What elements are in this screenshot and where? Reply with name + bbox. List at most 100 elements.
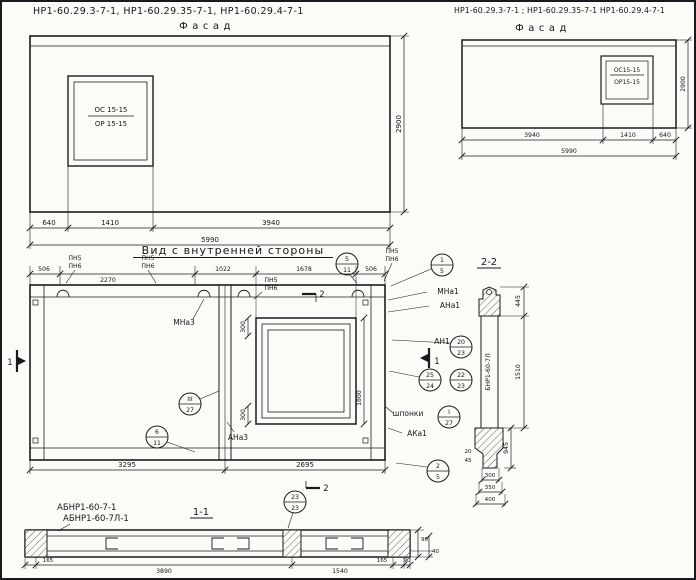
dim-945: 945 [503,442,510,454]
callout-top: 23 [291,494,299,501]
callout-top: I [448,409,450,416]
aka1-label: АКа1 [407,429,427,438]
section-1-1-view: АБНР1-60-7-1 АБНР1-60-7Л-1 1-1 23 23 [21,490,440,575]
panel-codes-left: НР1-60.29.3-7-1, НР1-60.29.35-7-1, НР1-6… [33,6,304,17]
cut-1-label: 1 [434,357,439,367]
section-cut-1-left: 1 [7,350,26,372]
dim-h40: 40 [432,549,440,555]
dim-5990: 5990 [201,236,219,244]
dim-3890: 3890 [156,568,172,575]
dim-506-1: 506 [38,266,50,273]
dim-45: 45 [464,458,472,464]
callout-top: 25 [426,372,434,379]
callout-top: 22 [457,372,465,379]
dim-1540: 1540 [332,568,348,575]
mna3-label: МНа3 [173,318,195,327]
callout-bottom: 27 [445,420,453,427]
dim-350: 350 [485,485,496,491]
callout-bottom: 23 [457,350,465,357]
shponki-label: шпонки [393,409,424,418]
pn6-tag: ПН6 [141,263,154,270]
dim-300-bottom: 300 [240,409,247,421]
mark-label-2: АБНР1-60-7Л-1 [63,514,129,524]
dim-1678: 1678 [296,266,312,273]
dim-506-2: 506 [365,266,377,273]
callout-bottom: 23 [291,505,299,512]
dim-3940: 3940 [524,132,540,139]
dim-445: 445 [515,295,522,307]
dim-3295: 3295 [118,461,136,469]
cut-2-label: 2 [319,290,324,300]
callout-25-24: 25 24 [388,368,442,392]
dim-1800: 1800 [356,390,363,406]
dim-165-right: 165 [377,558,388,564]
callout-23-23: 23 23 [283,490,307,529]
facade-right-view: Фасад ОС15-15 ОР15-15 3940 1410 640 5990 [458,23,692,160]
cut-2-label: 2 [323,484,328,494]
pn6-tag: ПН6 [68,263,81,270]
pn5-tag: ПН5 [264,277,277,284]
callout-top: 20 [457,339,465,346]
an1-label: АН1 [434,337,450,346]
facade-right-title: Фасад [515,23,571,34]
callout-top: 5 [345,256,349,263]
dim-1410: 1410 [101,219,119,227]
pn-tags: ПН5 ПН6 ПН5 ПН6 ПН5 ПН6 ПН5 ПН6 [65,248,399,300]
pn5-tag: ПН5 [141,255,154,262]
pn5-tag: ПН5 [68,255,81,262]
dim-1022: 1022 [215,266,231,273]
callout-20-23: 20 23 [391,335,473,359]
cut-1-label: 1 [7,358,12,368]
mark-label-1: АБНР1-60-7-1 [57,503,116,513]
right-annotations: 1 5 МНа1 АНа1 АН1 1 20 23 [385,253,473,483]
facade-left-view: Фасад ОС 15-15 ОР 15-15 640 1410 3940 59… [26,21,409,249]
callout-bottom: 24 [426,383,434,390]
ana1-label: АНа1 [440,301,460,310]
callout-bottom: 5 [440,268,444,275]
dim-165-left: 165 [43,558,54,564]
callout-bottom: 5 [436,474,440,481]
section-2-2-view: 2-2 БНР1-60-7Л 445 1510 945 20 [464,257,529,508]
pn5-tag: ПН5 [385,248,398,255]
dim-3940: 3940 [262,219,280,227]
callout-1-5: 1 5 [390,253,454,287]
dim-1510: 1510 [515,364,522,380]
pn6-tag: ПН6 [385,256,398,263]
header-codes: НР1-60.29.3-7-1, НР1-60.29.35-7-1, НР1-6… [33,6,665,17]
dim-2270: 2270 [100,277,116,284]
pn6-tag: ПН6 [264,285,277,292]
panel-codes-right: НР1-60.29.3-7-1 ; НР1-60.29.35-7-1 НР1-6… [454,6,665,15]
callout-22-23: 22 23 [449,368,473,392]
dim-2900: 2900 [680,76,687,92]
callout-6-11: 6 11 [145,425,196,453]
ana3-label: АНа3 [228,433,248,442]
inner-side-view: Вид с внутренней стороны 506 2270 1022 1… [7,244,398,494]
callout-I-27: I 27 [437,405,461,429]
panel-mark-vertical: БНР1-60-7Л [485,353,492,391]
window-mark-bottom: ОР15-15 [614,79,640,86]
callout-top: III [187,396,193,403]
dim-5990: 5990 [561,148,577,155]
window-mark-top: ОС15-15 [614,67,641,74]
callout-5-11: 5 11 [335,252,359,284]
callout-top: 6 [155,429,159,436]
dim-300-top: 300 [240,321,247,333]
callout-2-5: 2 5 [395,459,450,483]
dim-400: 400 [485,497,496,503]
dim-640: 640 [659,132,671,139]
callout-bottom: 23 [457,383,465,390]
mna1-label: МНа1 [437,287,459,296]
inner-view-title: Вид с внутренней стороны [142,244,325,257]
facade-left-title: Фасад [179,21,235,32]
dim-2900: 2900 [395,115,403,133]
section-2-2-title: 2-2 [481,257,497,268]
dim-2695: 2695 [296,461,314,469]
section-cut-2-top: 2 [302,290,325,302]
callout-top: 2 [436,463,440,470]
callout-bottom: 11 [153,440,161,447]
dim-300: 300 [485,473,496,479]
callout-III-27: III 27 [178,390,220,416]
window-mark-top: ОС 15-15 [95,106,128,114]
